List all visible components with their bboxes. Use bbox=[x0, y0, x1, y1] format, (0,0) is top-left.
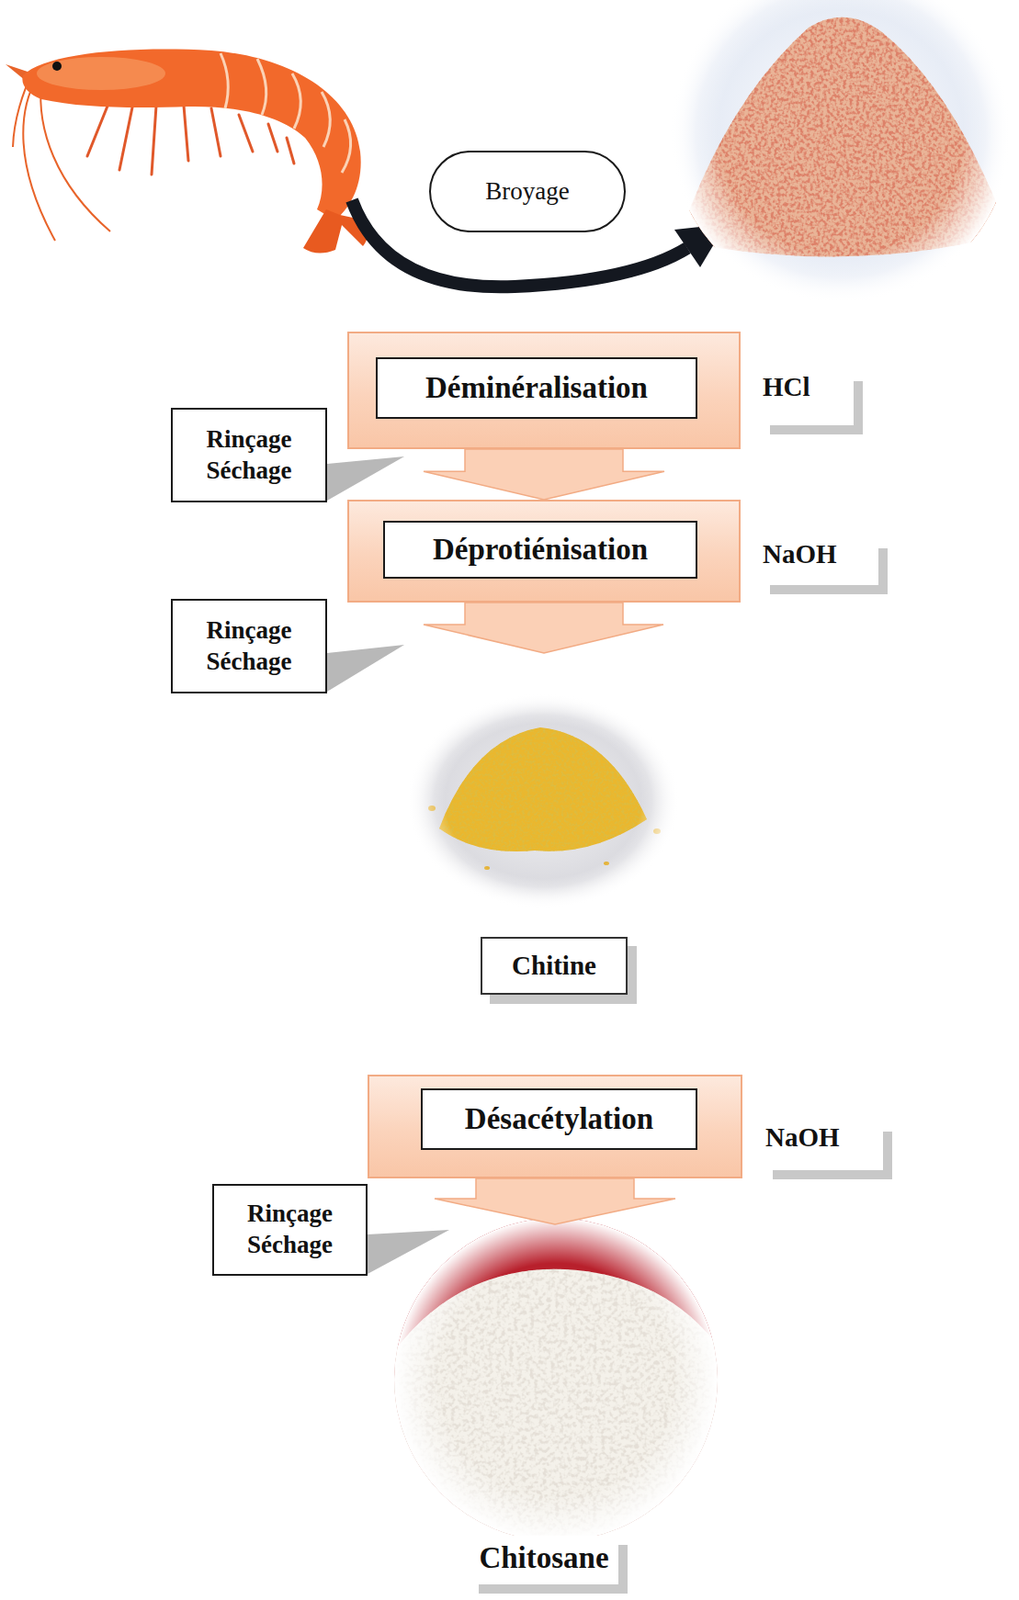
shrimp-illustration bbox=[119, 102, 134, 170]
shrimp-illustration bbox=[268, 124, 278, 152]
shell-powder-photo bbox=[670, 0, 1011, 304]
shrimp-illustration bbox=[220, 53, 351, 173]
step-callout: Rinçage Séchage bbox=[170, 407, 328, 503]
callout-pointer bbox=[367, 1230, 450, 1275]
process-arrow bbox=[423, 449, 665, 500]
step-callout: Rinçage Séchage bbox=[212, 1184, 368, 1277]
reagent-label: NaOH bbox=[760, 539, 879, 586]
chitosan-photo bbox=[390, 1218, 722, 1544]
process-arrow bbox=[423, 602, 664, 654]
node-text: Rinçage Séchage bbox=[247, 1199, 333, 1262]
shell-powder-photo bbox=[670, 0, 1011, 304]
callout-pointer bbox=[327, 456, 405, 501]
chitin-photo bbox=[407, 693, 680, 909]
process-band: Déprotiénisation bbox=[347, 499, 741, 603]
product-tag: Chitine bbox=[480, 937, 628, 996]
shell-powder-photo bbox=[670, 0, 1011, 304]
node-text: Rinçage Séchage bbox=[206, 615, 293, 679]
process-band: Déminéralisation bbox=[347, 331, 741, 450]
process-arrow bbox=[434, 1178, 676, 1225]
chitin-photo bbox=[407, 693, 680, 909]
process-name: Déminéralisation bbox=[375, 357, 698, 419]
shrimp-illustration bbox=[238, 114, 253, 152]
reagent-label: NaOH bbox=[763, 1122, 884, 1171]
node-text: Rinçage Séchage bbox=[206, 424, 293, 487]
process-name: Désacétylation bbox=[420, 1088, 698, 1151]
shrimp-illustration bbox=[22, 78, 56, 241]
shrimp-illustration bbox=[183, 105, 189, 161]
callout-pointer bbox=[327, 645, 405, 692]
node-text: Chitine bbox=[511, 951, 597, 982]
shrimp-illustration bbox=[321, 91, 330, 148]
shrimp-illustration bbox=[257, 58, 267, 115]
shrimp-illustration bbox=[292, 73, 301, 129]
shrimp-illustration bbox=[211, 108, 221, 157]
product-label: Chitosane bbox=[469, 1536, 619, 1586]
shrimp-illustration bbox=[5, 49, 369, 254]
chitosan-photo bbox=[394, 1218, 718, 1542]
process-band: Désacétylation bbox=[367, 1075, 743, 1179]
shrimp-illustration bbox=[220, 53, 228, 109]
chitosan-photo bbox=[394, 1218, 718, 1542]
shrimp-illustration bbox=[36, 56, 166, 91]
process-oval: Broyage bbox=[429, 150, 626, 233]
shrimp-illustration bbox=[286, 137, 295, 164]
chitin-photo bbox=[407, 693, 680, 909]
node-text: Broyage bbox=[485, 177, 569, 206]
shrimp-illustration bbox=[341, 119, 351, 173]
shrimp-illustration bbox=[52, 61, 62, 71]
reagent-label: HCl bbox=[760, 372, 854, 426]
step-callout: Rinçage Séchage bbox=[170, 599, 328, 694]
shrimp-illustration bbox=[151, 105, 157, 175]
process-name: Déprotiénisation bbox=[383, 520, 698, 579]
shrimp-illustration bbox=[22, 49, 361, 221]
shrimp-illustration bbox=[87, 99, 111, 157]
